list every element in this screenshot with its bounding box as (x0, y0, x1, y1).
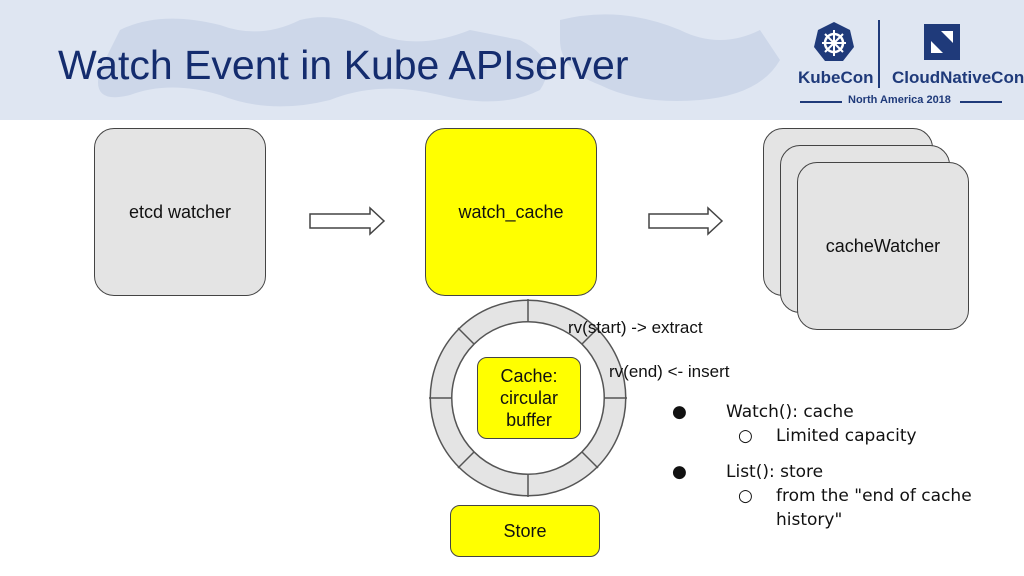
store-box: Store (450, 505, 600, 557)
sub-list-item: ○ from the "end of cache (668, 484, 1008, 508)
rv-end-label: rv(end) <- insert (609, 362, 730, 381)
sub-bullet-glyph: ○ (738, 486, 753, 506)
sub-list-item-text: from the "end of cache (776, 486, 972, 506)
watch-cache-box: watch_cache (425, 128, 597, 296)
circular-buffer-ring (429, 299, 627, 497)
watch-cache-label: watch_cache (458, 201, 564, 222)
list-item: ● Watch(): cache (668, 400, 1008, 424)
logo-rule-right (960, 101, 1002, 103)
cache-watcher-box-front: cacheWatcher (797, 162, 969, 330)
arrow-right-2 (648, 206, 724, 236)
helm-wheel-icon (814, 22, 854, 61)
cache-buffer-label: Cache: circular buffer (499, 366, 558, 430)
list-item-text: List(): store (726, 462, 824, 482)
cloudnativecon-text: CloudNativeCon (892, 68, 1024, 87)
bullet-glyph: ● (672, 402, 687, 422)
kubecon-text: KubeCon (798, 68, 874, 87)
rv-start-label: rv(start) -> extract (568, 318, 703, 337)
arrow-right-1 (309, 206, 386, 236)
sub-list-item-continued: history" (668, 508, 1008, 532)
sub-bullet-glyph: ○ (738, 426, 753, 446)
cache-buffer-box: Cache: circular buffer (477, 357, 581, 439)
etcd-watcher-label: etcd watcher (128, 201, 232, 222)
cncf-icon (924, 24, 960, 60)
logo-divider (878, 20, 880, 88)
event-subtitle: North America 2018 (848, 94, 951, 106)
sub-list-item-text: history" (776, 510, 843, 530)
store-label: Store (503, 520, 547, 541)
list-item: ● List(): store (668, 460, 1008, 484)
logo-rule-left (800, 101, 842, 103)
kubecon-logo: KubeCon CloudNativeCon North America 201… (790, 10, 1024, 116)
slide-title: Watch Event in Kube APIserver (58, 42, 629, 88)
slide-header: Watch Event in Kube APIserver KubeCon Cl… (0, 0, 1024, 120)
sub-list-item-text: Limited capacity (776, 426, 917, 446)
sub-list-item: ○ Limited capacity (668, 424, 1008, 448)
etcd-watcher-box: etcd watcher (94, 128, 266, 296)
notes-list: ● Watch(): cache ○ Limited capacity ● Li… (668, 400, 1008, 532)
bullet-glyph: ● (672, 462, 687, 482)
world-map-background (98, 14, 780, 107)
cache-watcher-label: cacheWatcher (825, 235, 941, 256)
list-item-text: Watch(): cache (726, 402, 854, 422)
